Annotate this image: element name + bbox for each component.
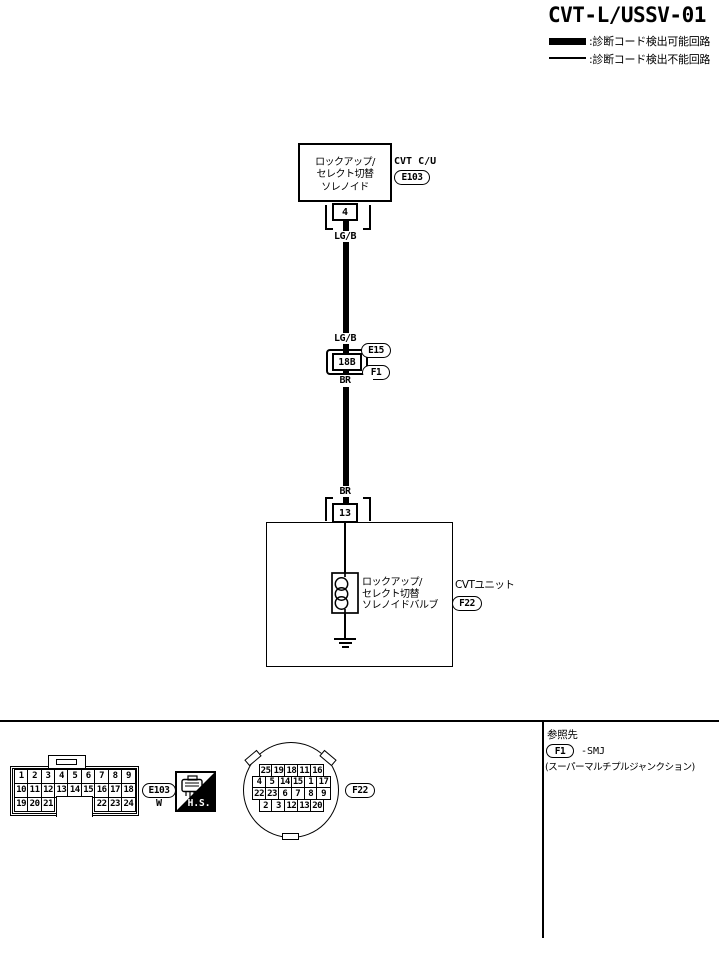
- ground-icon: [338, 642, 352, 644]
- reference-suffix: -SMJ: [581, 746, 606, 757]
- wire-color-label: BR: [317, 486, 373, 497]
- component-label-line: ソレノイド: [321, 181, 369, 193]
- reference-connector-f1: F1: [546, 744, 574, 758]
- reference-note: (スーパーマルチプルジャンクション): [545, 762, 695, 773]
- legend-thick-line: [549, 38, 586, 45]
- e103-color-code: W: [155, 798, 163, 809]
- component-label-line: セレクト切替: [316, 169, 375, 181]
- connector-ref-e103-footer: E103: [142, 783, 176, 798]
- cvt-unit-label: CVTユニット: [455, 579, 515, 591]
- cvt-cu-unit-label: CVT C/U: [394, 156, 437, 167]
- footer-divider-line: [0, 720, 719, 722]
- connector-ref-e15: E15: [361, 343, 391, 358]
- wire-segment: [342, 344, 349, 356]
- ground-icon: [342, 646, 349, 648]
- pin-cell: 18: [121, 782, 136, 798]
- connector-ref-e103: E103: [394, 170, 430, 185]
- hs-harness-side-icon: H.S.: [175, 771, 216, 812]
- cvt-unit-box: [266, 522, 453, 667]
- legend-thin-line: [549, 56, 586, 59]
- wire-segment: [342, 371, 349, 377]
- wire-segment-thin: [344, 614, 347, 638]
- connector-ref-f22-footer: F22: [345, 783, 375, 798]
- legend-thin-label: :診断コード検出不能回路: [589, 52, 711, 66]
- solenoid-valve-label: ロックアップ/ セレクト切替 ソレノイドバルブ: [362, 577, 439, 612]
- pin4-bracket-right: [363, 205, 371, 230]
- pin4-terminal: 4: [332, 203, 358, 221]
- pin-cell: 24: [121, 796, 136, 812]
- pin13-bracket-left: [325, 497, 333, 521]
- pin13-terminal: 13: [332, 503, 358, 523]
- hs-label: H.S.: [188, 798, 211, 809]
- pin-cell: 19: [13, 796, 29, 812]
- reference-heading: 参照先: [547, 729, 578, 741]
- wire-color-label: LG/B: [317, 231, 373, 242]
- wire-segment: [342, 242, 349, 338]
- footer-vertical-line: [542, 722, 544, 938]
- pin-cell: 21: [40, 796, 56, 812]
- wire-segment: [342, 387, 349, 487]
- wire-segment: [342, 497, 349, 505]
- f22-notch: [282, 833, 299, 840]
- ground-icon: [334, 638, 356, 640]
- e103-connector-tab-slot: [56, 759, 77, 765]
- wire-color-label: LG/B: [317, 333, 373, 344]
- pin13-bracket-right: [363, 497, 371, 521]
- pin-cell: 20: [310, 799, 325, 813]
- e103-connector-notch: [56, 796, 93, 817]
- cvt-control-unit-box: ロックアップ/ セレクト切替 ソレノイド: [298, 143, 392, 202]
- wire-segment: [342, 221, 349, 232]
- solenoid-label-line: ロックアップ/: [362, 577, 422, 588]
- wire-segment-thin: [344, 523, 347, 573]
- component-label-line: ロックアップ/: [315, 156, 375, 168]
- solenoid-coil-icon: [331, 571, 359, 615]
- connector-ref-f22: F22: [452, 596, 482, 611]
- legend-thick-label: :診断コード検出可能回路: [589, 34, 711, 48]
- junction-terminal-18b: 18B: [332, 353, 362, 371]
- pin4-bracket-left: [325, 205, 333, 230]
- pin-cell: 22: [94, 796, 110, 812]
- solenoid-label-line: セレクト切替: [362, 588, 420, 600]
- page-title: CVT-L/USSV-01: [548, 3, 706, 27]
- wire-color-label: BR: [317, 375, 373, 386]
- solenoid-label-line: ソレノイドバルブ: [362, 600, 439, 611]
